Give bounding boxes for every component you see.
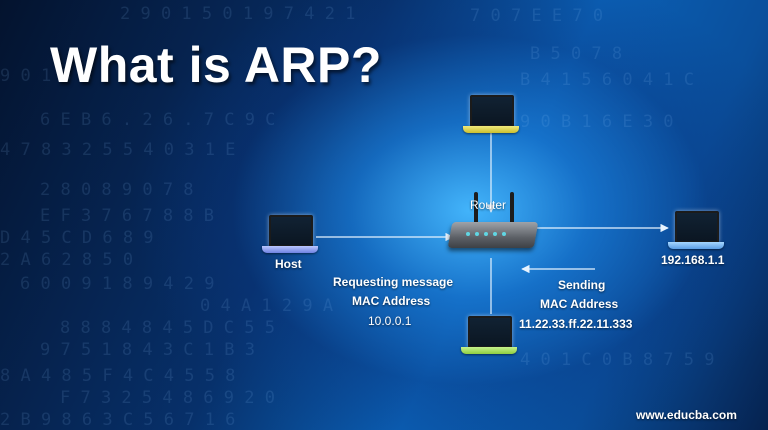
request-label-line2: MAC Address — [352, 294, 431, 308]
watermark: www.educba.com — [636, 408, 737, 422]
response-label-line1: Sending — [558, 278, 606, 292]
page-title: What is ARP? — [50, 37, 382, 93]
host-label: Host — [275, 257, 302, 271]
router-icon — [447, 192, 539, 256]
laptop-icon — [463, 95, 519, 135]
laptop-icon — [461, 316, 517, 356]
laptop-icon — [668, 211, 724, 251]
laptop-icon — [262, 215, 318, 255]
destination-ip-label: 192.168.1.1 — [661, 253, 725, 267]
router-label: Router — [470, 198, 507, 212]
request-label-line1: Requesting message — [333, 275, 454, 289]
response-label-line2: MAC Address — [540, 297, 619, 311]
request-label-line3: 10.0.0.1 — [368, 314, 412, 328]
response-label-line3: 11.22.33.ff.22.11.333 — [519, 317, 633, 331]
